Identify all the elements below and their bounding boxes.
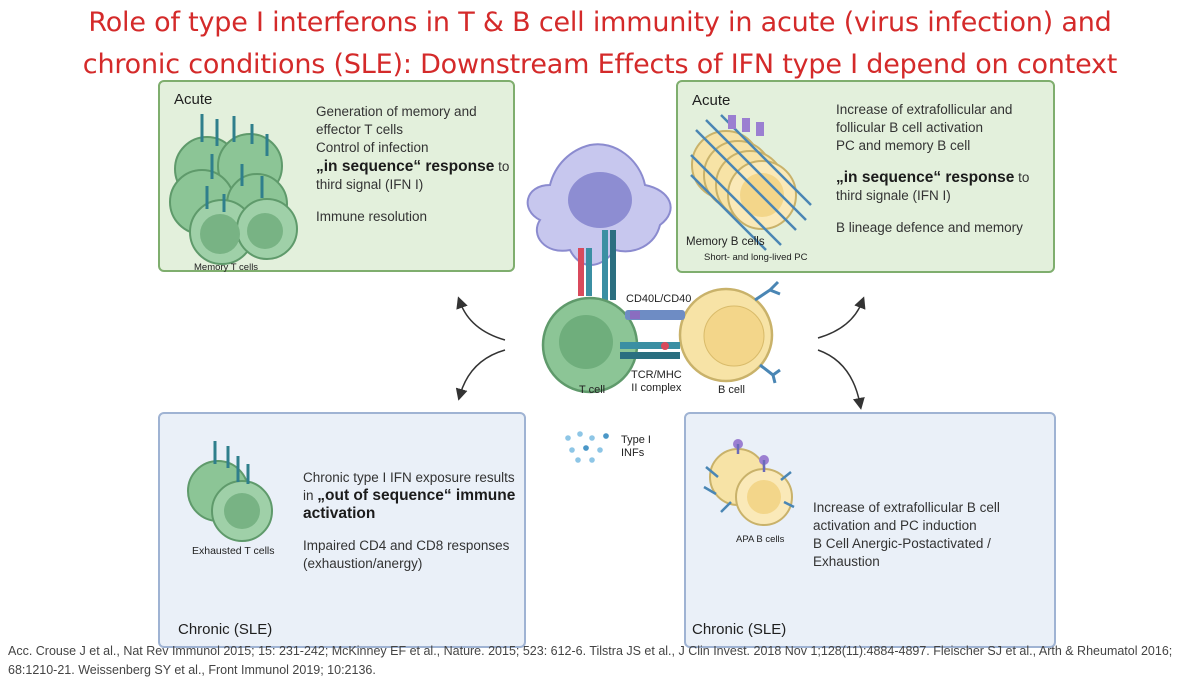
apa-b-cell-pair [709,448,793,526]
t-cell-label: T cell [579,384,606,396]
exhausted-t-cells-illustration [187,441,273,542]
chronic-b-cell-text: Increase of extrafollicular B cell activ… [813,500,1000,569]
title-line-1: Role of type I interferons in T & B cell… [88,7,1112,38]
arrow-to-chronic-b [817,349,865,410]
dendritic-cell [526,143,672,266]
exhausted-t-cell-pair [187,460,273,542]
b-cell-surface-antibodies [754,280,781,384]
panel-label: Chronic (SLE) [692,621,787,638]
b-cell-receptors [690,114,812,251]
type-i-ifn-label: Type I INFs [621,434,651,459]
plasma-cells-label: Short- and long-lived PC [704,252,808,263]
references: Acc. Crouse J et al., Nat Rev Immunol 20… [8,644,1173,677]
memory-t-cells-label: Memory T cells [194,262,259,273]
b-cell-label: B cell [718,384,745,396]
tcr-mhc-label: TCR/MHC II complex [631,369,682,394]
cd40-label: CD40L/CD40 [626,293,692,305]
apa-b-cells-illustration [703,439,795,526]
t-cell-cluster [169,133,298,265]
chronic-t-cell-text: Chronic type I IFN exposure results in „… [303,470,516,571]
t-cell-receptors [213,441,250,484]
receptor-stalks [736,444,766,472]
acute-t-cell-panel: Acute Memory T cells Generation of memor… [158,80,515,273]
memory-t-cells-illustration [169,114,298,265]
apa-b-cells-label: APA B cells [736,534,785,545]
type-i-ifn-dots [565,431,609,463]
b-cell [678,287,774,383]
plasma-markers [728,115,764,136]
memory-b-cells-illustration [690,114,812,251]
tcr-mhc-pair [578,230,616,300]
acute-b-cell-text: Increase of extrafollicular and follicul… [836,102,1030,235]
arrow-to-acute-b [817,296,866,339]
chronic-b-cell-panel: APA B cells Increase of extrafollicular … [684,412,1056,648]
slide-title: Role of type I interferons in T & B cell… [0,2,1200,86]
memory-b-cells-label: Memory B cells [686,236,765,248]
b-cell-receptors [703,466,795,513]
tcr-mhc-bridge [620,342,680,359]
t-cell-receptors [200,114,269,212]
chronic-t-cell-panel: Exhausted T cells Chronic type I IFN exp… [158,412,526,648]
center-interaction-illustration [526,143,781,394]
exhausted-t-cells-label: Exhausted T cells [192,545,275,557]
title-line-2: chronic conditions (SLE): Downstream Eff… [82,49,1118,80]
acute-b-cell-panel: Acute Memory B cells Short- and long-liv… [676,80,1055,273]
cd40l-cd40-bridge [625,310,685,320]
panel-label: Acute [692,92,731,109]
acute-t-cell-text: Generation of memory and effector T cell… [316,104,510,224]
panel-label: Acute [174,91,213,108]
panel-label: Chronic (SLE) [178,621,273,638]
